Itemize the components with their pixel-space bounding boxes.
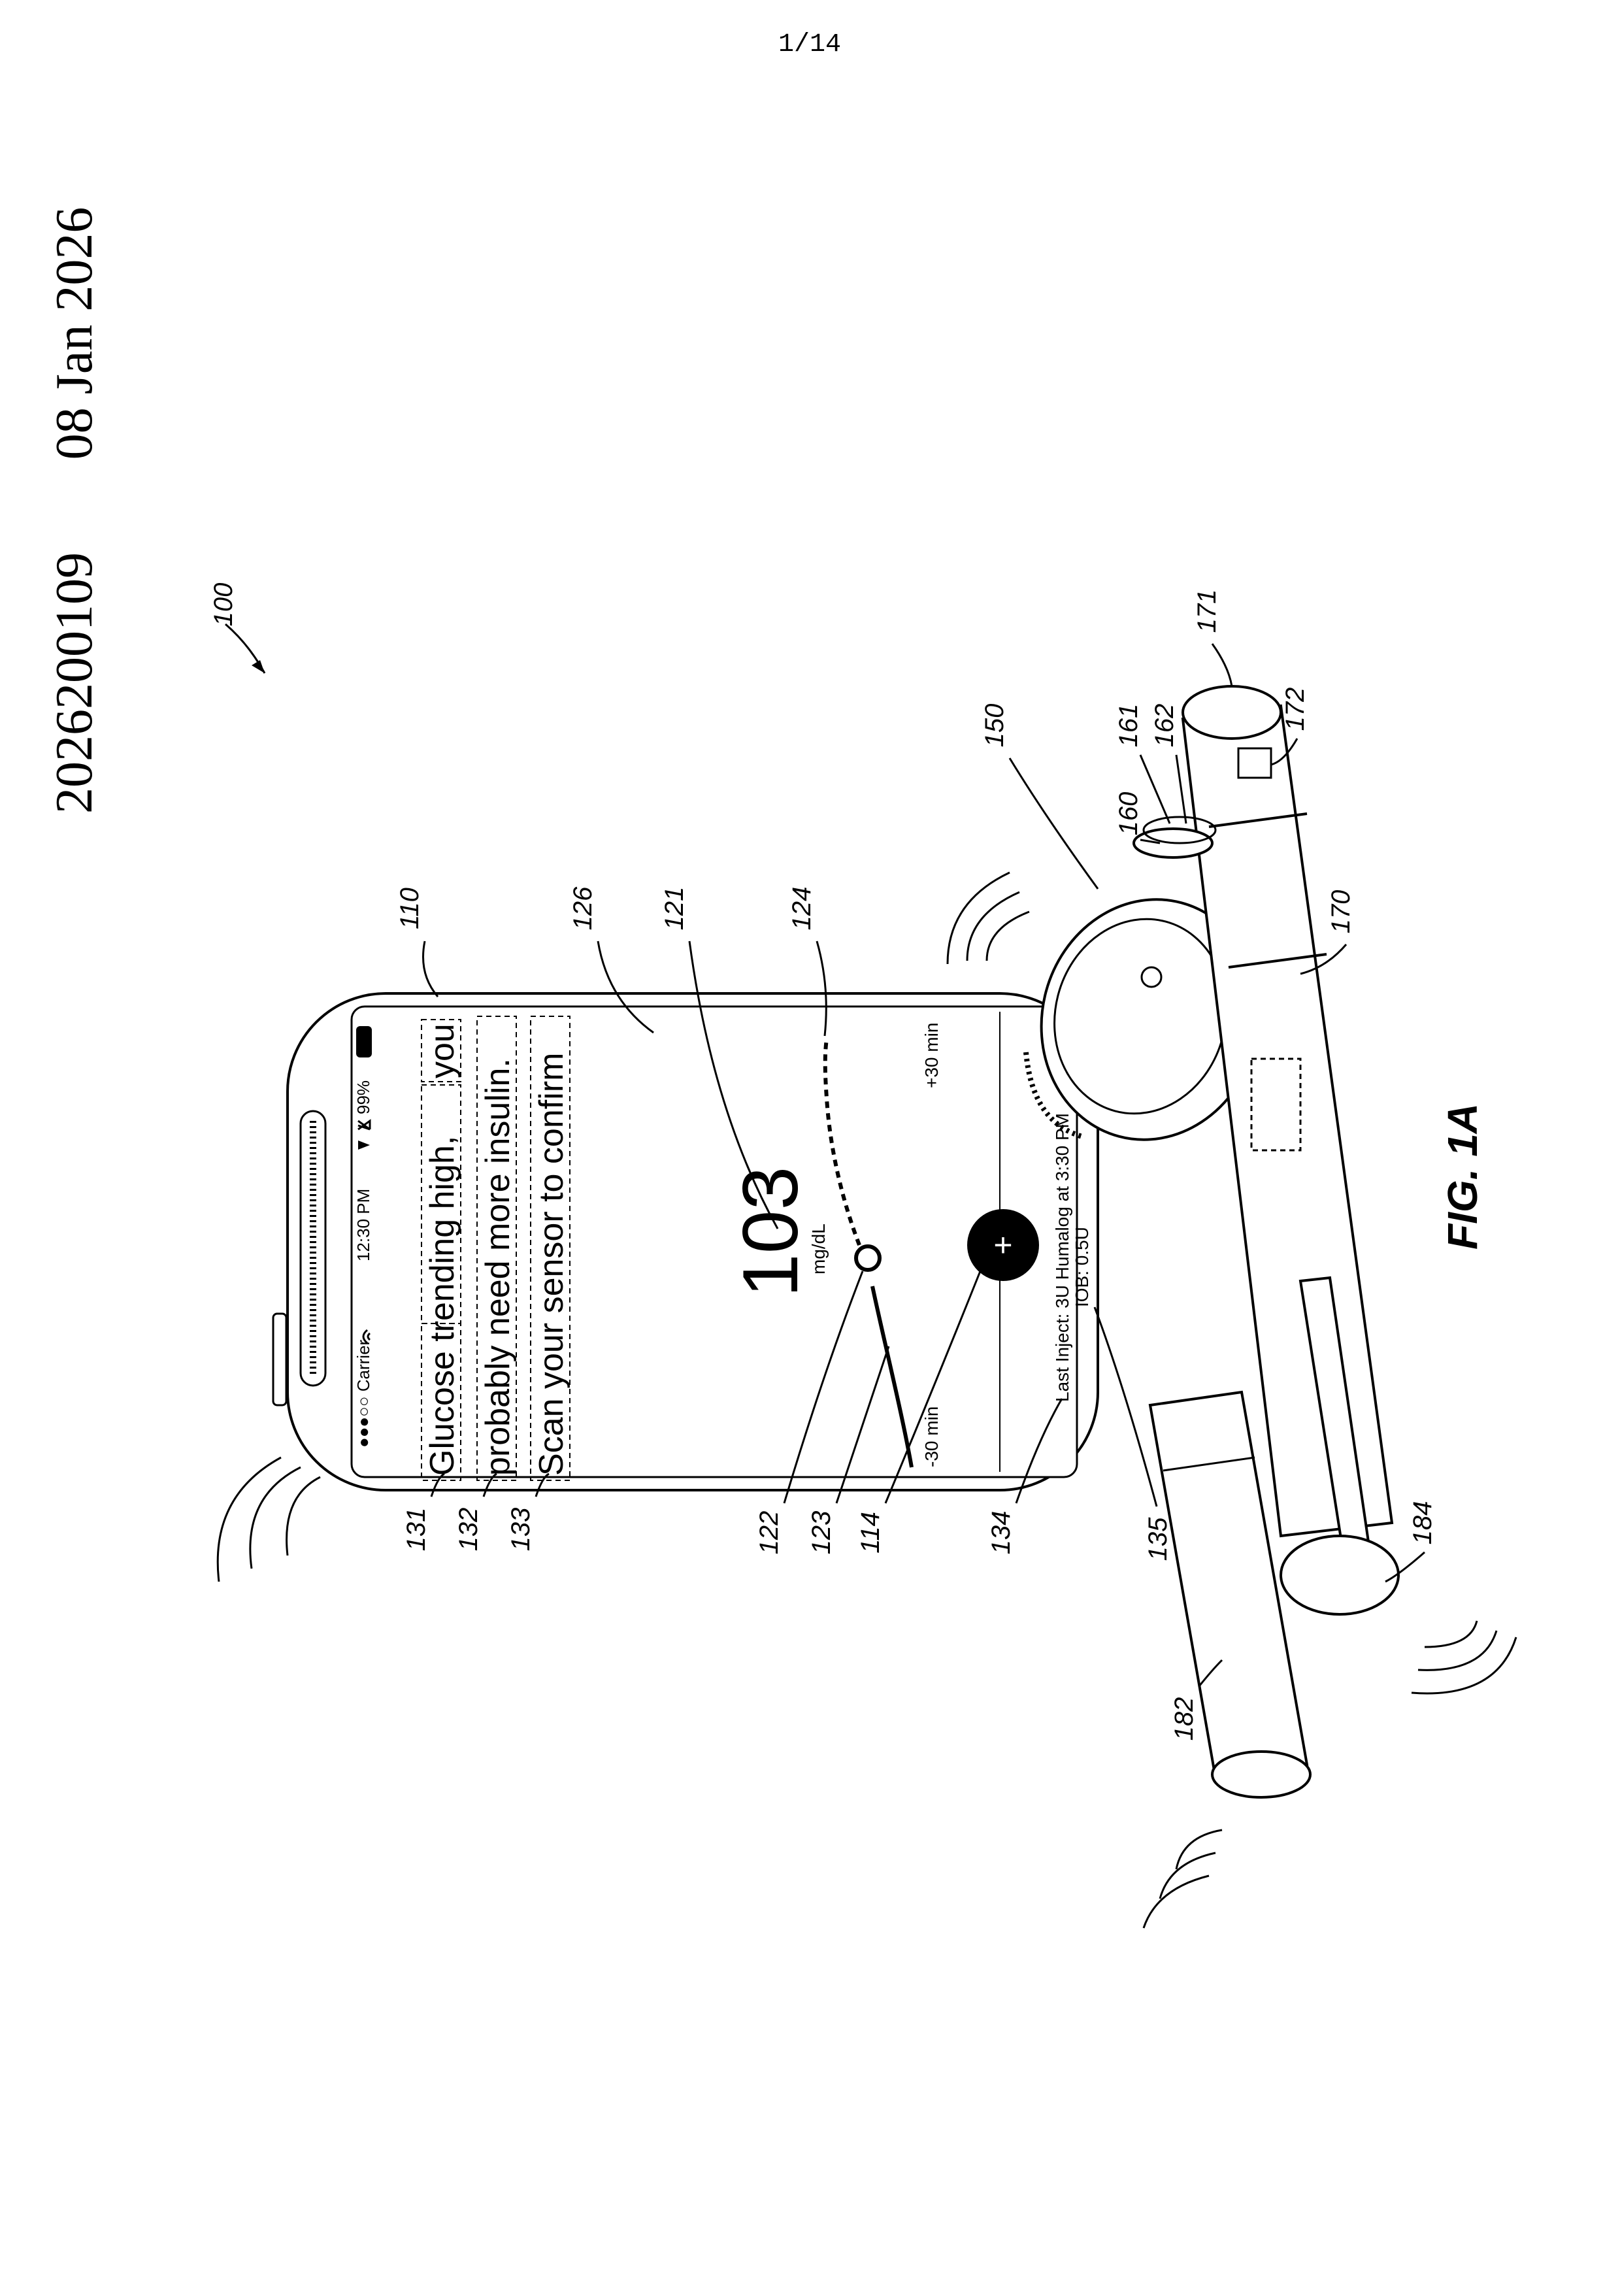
ref-170: 170 — [1327, 890, 1355, 934]
phone-signal-arc-1 — [287, 1477, 320, 1556]
phone-signal-arc-2 — [250, 1467, 301, 1569]
second-pen-signal-arc-1 — [1176, 1830, 1222, 1869]
ref-124: 124 — [787, 887, 816, 931]
ref-171: 171 — [1193, 590, 1221, 633]
ref-171-leader — [1212, 644, 1232, 686]
ref-182: 182 — [1170, 1697, 1198, 1741]
status-bar: ●●●○○ Carrier 12:30 PM 99% — [354, 1026, 373, 1448]
ref-131: 131 — [402, 1508, 431, 1552]
glucose-unit: mg/dL — [808, 1223, 829, 1274]
ref-150-leader — [1010, 758, 1098, 889]
axis-left-label: -30 min — [921, 1406, 942, 1467]
status-time: 12:30 PM — [354, 1189, 373, 1261]
side-button — [273, 1314, 286, 1405]
sensor-signal-arc-3 — [948, 873, 1010, 964]
ref-110-leader — [423, 941, 438, 997]
ref-162-leader — [1176, 755, 1186, 824]
sensor-signal-arc-1 — [987, 912, 1029, 961]
ref-150: 150 — [980, 704, 1009, 748]
second-pen-signal-arc-3 — [1144, 1876, 1209, 1928]
page-number: 1/14 — [778, 30, 841, 59]
message-line-1: Glucose trending high, — [423, 1136, 461, 1476]
ref-100: 100 — [209, 583, 238, 627]
ref-172: 172 — [1281, 688, 1310, 731]
ref-132: 132 — [454, 1508, 483, 1552]
figure-label: FIG. 1A — [1439, 1103, 1486, 1250]
ref-122: 122 — [755, 1511, 784, 1555]
ref-160: 160 — [1114, 792, 1143, 836]
pen-cap-end — [1183, 686, 1281, 739]
sensor-signal-arc-2 — [967, 892, 1019, 961]
plus-icon: + — [993, 1227, 1012, 1263]
publication-number: 2026200109 — [46, 552, 103, 814]
ref-126: 126 — [569, 886, 597, 930]
ref-161: 161 — [1114, 704, 1143, 748]
publication-date: 08 Jan 2026 — [46, 207, 103, 460]
message-line-2: probably need more insulin. — [479, 1058, 517, 1476]
ref-100-arrowhead — [252, 660, 265, 673]
ref-114: 114 — [856, 1512, 885, 1554]
second-pen-end — [1212, 1752, 1310, 1797]
phone-signal-arc-3 — [218, 1457, 281, 1582]
ref-161-leader — [1140, 755, 1170, 824]
pen-end — [1281, 1536, 1398, 1614]
battery-icon — [356, 1026, 372, 1057]
status-carrier: ●●●○○ Carrier — [354, 1339, 373, 1448]
axis-right-label: +30 min — [921, 1023, 942, 1088]
ref-110: 110 — [395, 888, 424, 929]
current-point — [856, 1246, 880, 1270]
pen-signal-arc-2 — [1418, 1631, 1496, 1670]
ref-135: 135 — [1144, 1517, 1172, 1561]
ref-184: 184 — [1408, 1501, 1437, 1545]
ref-134: 134 — [987, 1511, 1016, 1555]
ref-135-leader — [1095, 1307, 1157, 1506]
ref-133: 133 — [506, 1508, 535, 1552]
message-line-3: Scan your sensor to confirm — [533, 1053, 570, 1476]
iob-text: IOB: 0.5U — [1072, 1227, 1092, 1307]
pen-signal-arc-1 — [1425, 1621, 1477, 1647]
ref-162: 162 — [1150, 704, 1179, 748]
message-line-1-tail: you — [423, 1023, 461, 1078]
last-inject-text: Last Inject: 3U Humalog at 3:30 PM — [1052, 1113, 1072, 1402]
ref-121: 121 — [660, 887, 689, 931]
ref-123: 123 — [807, 1511, 836, 1555]
status-battery: 99% — [354, 1080, 373, 1114]
glucose-value: 103 — [727, 1167, 814, 1297]
pen-dose-window — [1238, 748, 1271, 778]
